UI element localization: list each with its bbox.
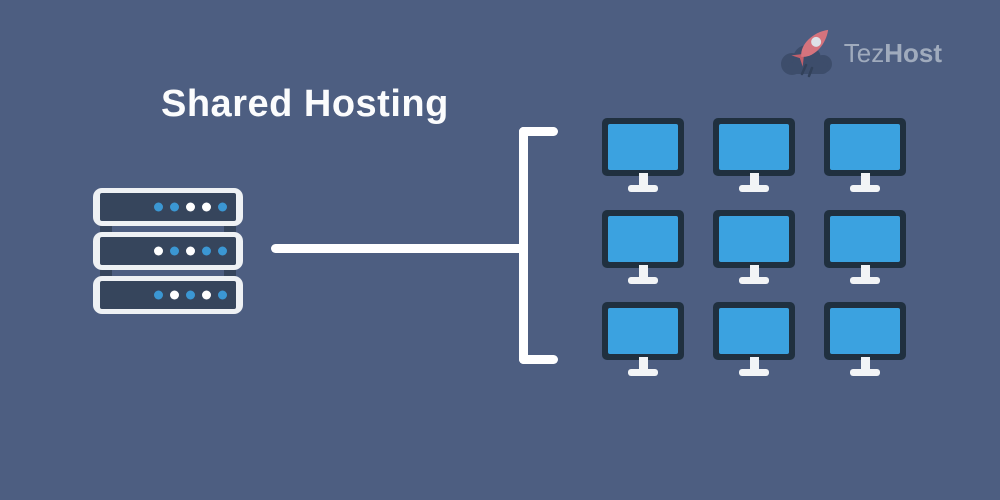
monitor-bezel	[602, 118, 684, 176]
led-dot-white	[186, 202, 195, 212]
monitor-stand-stem	[749, 357, 759, 369]
led-dot-white	[154, 246, 163, 256]
led-dot-blue	[186, 290, 195, 300]
monitor-stand-base	[739, 185, 769, 192]
server-rack-unit	[93, 232, 243, 270]
monitor-screen	[608, 216, 678, 262]
bracket-bottom-arm	[519, 355, 558, 364]
monitor-bezel	[824, 118, 906, 176]
led-dot-blue	[170, 246, 179, 256]
monitor-bezel	[824, 302, 906, 360]
server-rack-panel	[100, 281, 236, 309]
monitor-stand-base	[850, 369, 880, 376]
monitor-bezel	[602, 302, 684, 360]
tezhost-logo: TezHost	[776, 22, 942, 78]
rocket-cloud-icon	[776, 22, 840, 78]
monitor-screen	[830, 308, 900, 354]
brand-text-bold: Host	[884, 37, 942, 68]
led-dot-blue	[154, 290, 163, 300]
monitor-icon	[824, 210, 906, 284]
page-title: Shared Hosting	[161, 83, 449, 125]
server-led-dots	[154, 290, 227, 300]
monitor-screen	[719, 308, 789, 354]
monitor-stand-base	[628, 369, 658, 376]
monitor-screen	[830, 124, 900, 170]
led-dot-blue	[154, 202, 163, 212]
monitor-icon	[602, 210, 684, 284]
led-dot-white	[202, 202, 211, 212]
monitor-stand-base	[739, 369, 769, 376]
bracket-vertical-line	[519, 127, 528, 364]
led-dot-white	[170, 290, 179, 300]
monitor-icon	[824, 302, 906, 376]
monitor-screen	[719, 124, 789, 170]
brand-text-light: Tez	[843, 37, 885, 68]
server-rack-unit	[93, 188, 243, 226]
monitor-stand-stem	[638, 357, 648, 369]
monitor-stand-stem	[749, 265, 759, 277]
brand-text: TezHost	[844, 38, 942, 69]
monitor-stand-base	[628, 277, 658, 284]
monitor-stand-stem	[749, 173, 759, 185]
monitor-stand-stem	[860, 173, 870, 185]
monitor-stand-base	[850, 185, 880, 192]
led-dot-white	[202, 290, 211, 300]
bracket-top-arm	[519, 127, 558, 136]
server-units	[93, 188, 243, 314]
monitor-screen	[608, 308, 678, 354]
monitor-bezel	[713, 118, 795, 176]
client-monitors-grid	[602, 118, 906, 376]
monitor-icon	[713, 118, 795, 192]
monitor-icon	[713, 302, 795, 376]
monitor-stand-base	[739, 277, 769, 284]
monitor-stand-stem	[638, 265, 648, 277]
led-dot-blue	[218, 290, 227, 300]
monitor-stand-stem	[860, 357, 870, 369]
monitor-bezel	[602, 210, 684, 268]
server-rack-panel	[100, 237, 236, 265]
led-dot-blue	[218, 202, 227, 212]
monitor-screen	[719, 216, 789, 262]
monitor-stand-stem	[638, 173, 648, 185]
led-dot-white	[186, 246, 195, 256]
monitor-screen	[608, 124, 678, 170]
monitor-stand-base	[850, 277, 880, 284]
monitor-icon	[713, 210, 795, 284]
monitor-bezel	[713, 210, 795, 268]
monitor-screen	[830, 216, 900, 262]
connector-line	[271, 244, 528, 253]
monitor-icon	[824, 118, 906, 192]
server-rack-unit	[93, 276, 243, 314]
led-dot-blue	[202, 246, 211, 256]
monitor-stand-stem	[860, 265, 870, 277]
led-dot-blue	[170, 202, 179, 212]
server-stack-icon	[93, 188, 243, 315]
led-dot-blue	[218, 246, 227, 256]
server-led-dots	[154, 246, 227, 256]
monitor-bezel	[824, 210, 906, 268]
monitor-icon	[602, 118, 684, 192]
server-rack-panel	[100, 193, 236, 221]
monitor-bezel	[713, 302, 795, 360]
monitor-stand-base	[628, 185, 658, 192]
server-led-dots	[154, 202, 227, 212]
monitor-icon	[602, 302, 684, 376]
